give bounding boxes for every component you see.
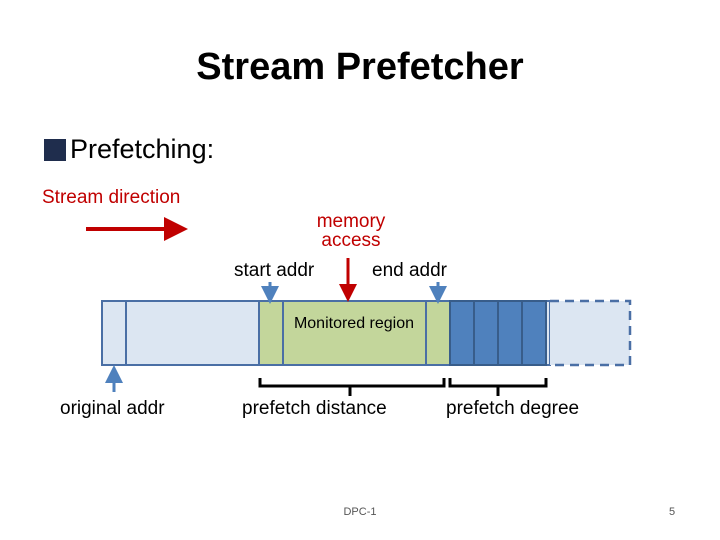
prefetch-distance-label: prefetch distance <box>242 398 387 419</box>
prefetch-distance-bracket <box>258 378 446 396</box>
monitored-region-label: Monitored region <box>293 315 415 332</box>
prefetch-degree-label: prefetch degree <box>446 398 580 419</box>
prefetch-degree-bracket <box>448 378 548 396</box>
slide-footer: DPC-1 <box>343 506 377 518</box>
monitored-cell-start <box>258 300 284 366</box>
slide-title: Stream Prefetcher <box>196 46 524 88</box>
checkbox-bullet-icon <box>44 139 66 161</box>
end-addr-label: end addr <box>372 260 448 281</box>
monitored-cell-end <box>425 300 451 366</box>
start-addr-label: start addr <box>234 260 315 281</box>
memory-strip-extension <box>550 301 630 365</box>
original-addr-label: original addr <box>60 398 165 419</box>
page-number: 5 <box>668 506 676 518</box>
memory-strip-dashed-border <box>550 299 632 367</box>
prefetch-cell-2 <box>473 300 499 366</box>
stream-direction-label: Stream direction <box>42 187 181 208</box>
memory-access-label: memory access <box>316 211 386 251</box>
prefetch-cell-3 <box>497 300 523 366</box>
bullet-prefetching: Prefetching: <box>44 132 214 166</box>
prefetch-cell-1 <box>449 300 475 366</box>
bullet-text: Prefetching: <box>70 134 215 164</box>
prefetch-cell-4 <box>521 300 547 366</box>
